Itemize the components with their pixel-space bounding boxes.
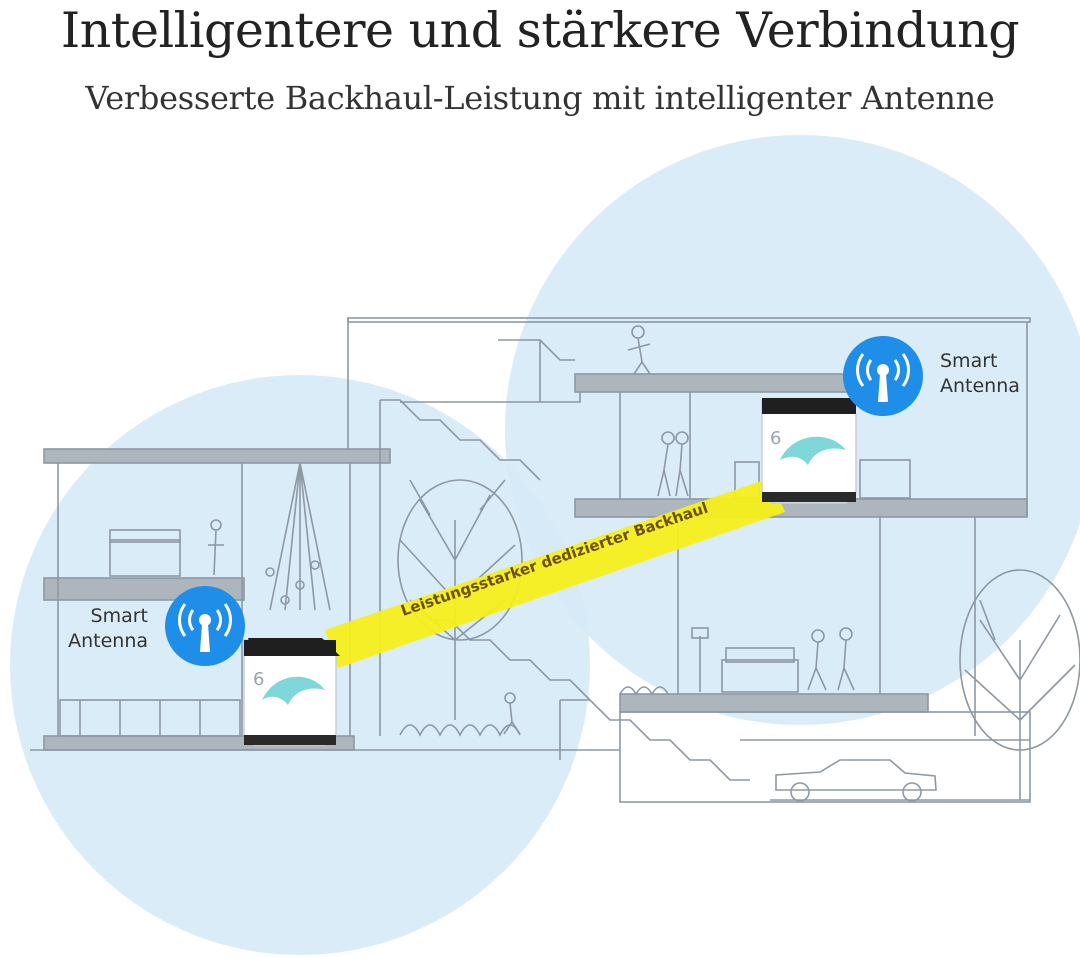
backhaul-beam (325, 478, 785, 668)
page-title: Intelligentere und stärkere Verbindung (60, 2, 1020, 59)
svg-text:6: 6 (253, 669, 264, 690)
page-subtitle: Verbesserte Backhaul-Leistung mit intell… (85, 79, 995, 117)
smart-antenna-label-line2: Antenna (940, 375, 1020, 397)
smart-antenna-icon-right (843, 336, 923, 416)
router-left: 6 (243, 638, 340, 746)
smart-antenna-label-left: Smart Antenna (58, 604, 148, 654)
smart-antenna-icon-left (165, 586, 245, 666)
smart-antenna-label-right: Smart Antenna (940, 349, 1020, 399)
smart-antenna-label-line1: Smart (90, 605, 148, 627)
router-right: 6 (761, 398, 857, 504)
router-logo-icon (262, 676, 325, 705)
svg-text:6: 6 (770, 428, 781, 449)
smart-antenna-label-line1: Smart (940, 350, 998, 372)
router-logo-icon-right (780, 436, 846, 465)
smart-antenna-label-line2: Antenna (68, 630, 148, 652)
